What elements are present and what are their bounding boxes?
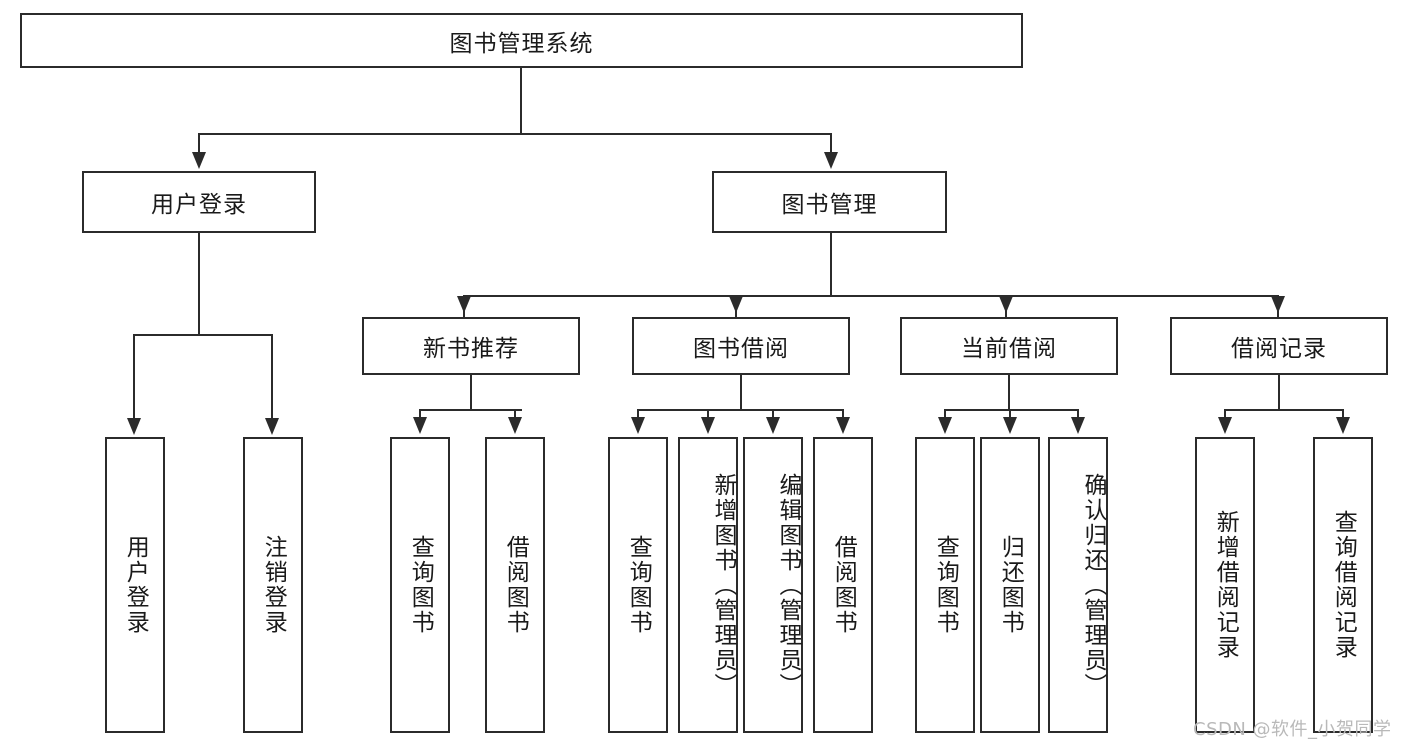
leaf-query-record-label: 查询借阅记录 xyxy=(1330,510,1357,660)
connector-bb-drop-4 xyxy=(842,409,844,421)
connector-root-to-user-login xyxy=(198,133,200,155)
leaf-return-book[interactable]: 归还图书 xyxy=(980,437,1040,733)
connector-user-login-stem xyxy=(198,233,200,335)
arrowhead-leaf-add-record xyxy=(1218,417,1232,434)
connector-root-to-book-manage xyxy=(830,133,832,155)
leaf-return-book-label: 归还图书 xyxy=(997,535,1024,635)
connector-cb-drop-3 xyxy=(1077,409,1079,421)
arrowhead-leaf-borrow-book-1 xyxy=(508,417,522,434)
arrowhead-leaf-edit-book xyxy=(766,417,780,434)
leaf-borrow-book-2-label: 借阅图书 xyxy=(830,535,857,635)
leaf-query-book-1-label: 查询图书 xyxy=(407,535,434,635)
connector-root-stem xyxy=(520,68,522,134)
node-root[interactable]: 图书管理系统 xyxy=(20,13,1023,68)
connector-book-manage-bus xyxy=(463,295,1278,297)
leaf-add-record-label: 新增借阅记录 xyxy=(1212,510,1239,660)
leaf-user-login-label: 用户登录 xyxy=(122,535,149,635)
arrowhead-leaf-confirm-return xyxy=(1071,417,1085,434)
node-borrow-record-label: 借阅记录 xyxy=(1231,336,1327,362)
leaf-edit-book[interactable]: 编辑图书（管理员） xyxy=(743,437,803,733)
connector-user-login-bus xyxy=(133,334,271,336)
node-root-label: 图书管理系统 xyxy=(449,30,594,57)
connector-cb-drop-1 xyxy=(944,409,946,421)
leaf-logout-login-label: 注销登录 xyxy=(260,535,287,635)
leaf-query-book-2[interactable]: 查询图书 xyxy=(608,437,668,733)
node-current-borrow[interactable]: 当前借阅 xyxy=(900,317,1118,375)
leaf-query-record[interactable]: 查询借阅记录 xyxy=(1313,437,1373,733)
connector-user-login-drop-2 xyxy=(271,334,273,420)
leaf-query-book-3[interactable]: 查询图书 xyxy=(915,437,975,733)
connector-bb-drop-1 xyxy=(637,409,639,421)
leaf-confirm-return-label: 确认归还（管理员） xyxy=(1080,472,1106,698)
node-book-borrow-label: 图书借阅 xyxy=(693,336,789,362)
arrowhead-leaf-borrow-book-2 xyxy=(836,417,850,434)
connector-nbr-stem xyxy=(470,375,472,410)
arrowhead-new-book-rec xyxy=(457,296,471,313)
arrowhead-leaf-logout-login xyxy=(265,418,279,435)
connector-user-login-drop-1 xyxy=(133,334,135,420)
leaf-logout-login[interactable]: 注销登录 xyxy=(243,437,303,733)
leaf-add-book[interactable]: 新增图书（管理员） xyxy=(678,437,738,733)
connector-br-stem xyxy=(1278,375,1280,410)
connector-book-manage-stem xyxy=(830,233,832,296)
arrowhead-leaf-query-book-1 xyxy=(413,417,427,434)
leaf-query-book-1[interactable]: 查询图书 xyxy=(390,437,450,733)
connector-cb-bus xyxy=(944,409,1078,411)
leaf-add-book-label: 新增图书（管理员） xyxy=(710,472,736,698)
leaf-edit-book-label: 编辑图书（管理员） xyxy=(775,472,801,698)
csdn-watermark: CSDN @软件_小贺同学 xyxy=(1193,719,1392,740)
leaf-borrow-book-1-label: 借阅图书 xyxy=(502,535,529,635)
leaf-query-book-3-label: 查询图书 xyxy=(932,535,959,635)
arrowhead-leaf-return-book xyxy=(1003,417,1017,434)
connector-cb-drop-2 xyxy=(1009,409,1011,421)
node-borrow-record[interactable]: 借阅记录 xyxy=(1170,317,1388,375)
connector-bb-stem xyxy=(740,375,742,410)
connector-br-drop-2 xyxy=(1342,409,1344,421)
connector-bb-bus xyxy=(637,409,843,411)
node-user-login-label: 用户登录 xyxy=(151,192,247,218)
node-book-borrow[interactable]: 图书借阅 xyxy=(632,317,850,375)
connector-br-bus xyxy=(1224,409,1343,411)
node-new-book-rec[interactable]: 新书推荐 xyxy=(362,317,580,375)
arrowhead-book-manage xyxy=(824,152,838,169)
arrowhead-user-login xyxy=(192,152,206,169)
arrowhead-book-borrow xyxy=(729,296,743,313)
leaf-borrow-book-1[interactable]: 借阅图书 xyxy=(485,437,545,733)
node-current-borrow-label: 当前借阅 xyxy=(961,336,1057,362)
leaf-add-record[interactable]: 新增借阅记录 xyxy=(1195,437,1255,733)
leaf-query-book-2-label: 查询图书 xyxy=(625,535,652,635)
leaf-user-login[interactable]: 用户登录 xyxy=(105,437,165,733)
leaf-borrow-book-2[interactable]: 借阅图书 xyxy=(813,437,873,733)
arrowhead-borrow-record xyxy=(1271,296,1285,313)
connector-bb-drop-3 xyxy=(772,409,774,421)
connector-nbr-drop-2 xyxy=(514,409,516,421)
arrowhead-current-borrow xyxy=(999,296,1013,313)
connector-cb-stem xyxy=(1008,375,1010,410)
node-user-login[interactable]: 用户登录 xyxy=(82,171,316,233)
node-new-book-rec-label: 新书推荐 xyxy=(423,336,519,362)
leaf-confirm-return[interactable]: 确认归还（管理员） xyxy=(1048,437,1108,733)
connector-bb-drop-2 xyxy=(707,409,709,421)
connector-root-bus xyxy=(198,133,832,135)
arrowhead-leaf-add-book xyxy=(701,417,715,434)
node-book-manage-label: 图书管理 xyxy=(781,192,878,218)
arrowhead-leaf-user-login xyxy=(127,418,141,435)
arrowhead-leaf-query-book-2 xyxy=(631,417,645,434)
connector-br-drop-1 xyxy=(1224,409,1226,421)
node-book-manage[interactable]: 图书管理 xyxy=(712,171,947,233)
connector-nbr-drop-1 xyxy=(419,409,421,421)
arrowhead-leaf-query-record xyxy=(1336,417,1350,434)
arrowhead-leaf-query-book-3 xyxy=(938,417,952,434)
connector-nbr-bus xyxy=(419,409,522,411)
